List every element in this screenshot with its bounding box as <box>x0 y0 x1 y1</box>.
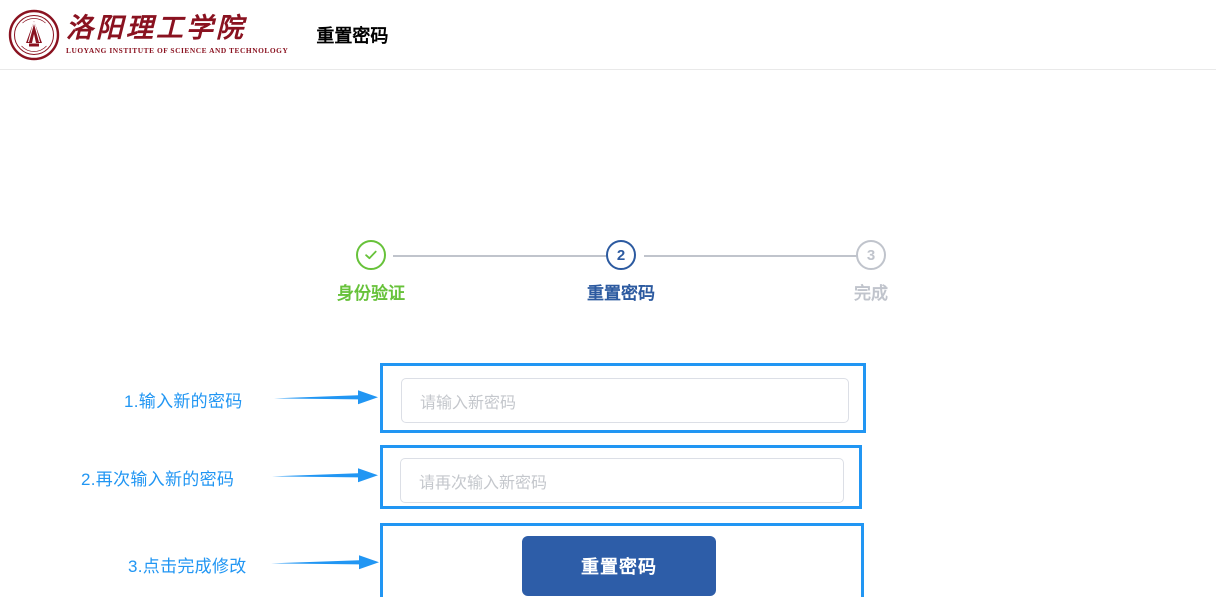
step-1-label: 身份验证 <box>337 284 405 303</box>
stepper-step-complete: 3 完成 <box>796 235 946 304</box>
page-title: 重置密码 <box>316 26 389 46</box>
new-password-input[interactable]: 请输入新密码 <box>401 378 849 423</box>
annotation-label-3: 3.点击完成修改 <box>128 557 247 576</box>
step-connector-2-3 <box>644 255 864 257</box>
right-arrow-icon <box>272 464 380 486</box>
reset-password-button[interactable]: 重置密码 <box>522 536 716 596</box>
check-icon <box>363 247 379 263</box>
step-2-number: 2 <box>616 246 626 264</box>
reset-password-stepper: 身份验证 2 重置密码 3 完成 <box>280 235 940 310</box>
annotation-label-1: 1.输入新的密码 <box>124 392 243 411</box>
new-password-row: 1.输入新的密码 请输入新密码 <box>0 363 1216 435</box>
luoyang-institute-seal-logo-icon <box>8 9 60 61</box>
annotation-box-3: 重置密码 <box>380 523 864 597</box>
step-3-label: 完成 <box>854 284 888 303</box>
annotation-box-2: 请再次输入新密码 <box>380 445 862 509</box>
step-1-circle <box>356 240 386 270</box>
stepper-step-identity-verification: 身份验证 <box>296 235 446 304</box>
step-2-circle: 2 <box>606 240 636 270</box>
confirm-password-row: 2.再次输入新的密码 请再次输入新密码 <box>0 445 1216 511</box>
step-3-circle: 3 <box>856 240 886 270</box>
stepper-step-reset-password: 2 重置密码 <box>546 235 696 304</box>
step-3-number: 3 <box>866 246 876 264</box>
page-header: 洛阳理工学院 LUOYANG INSTITUTE OF SCIENCE AND … <box>0 0 1216 78</box>
step-connector-1-2 <box>393 255 613 257</box>
logo-wordmark: 洛阳理工学院 LUOYANG INSTITUTE OF SCIENCE AND … <box>66 9 288 61</box>
logo-name-cn: 洛阳理工学院 <box>66 13 246 45</box>
annotation-label-2: 2.再次输入新的密码 <box>81 470 235 489</box>
header-divider <box>0 69 1216 70</box>
main-content: 身份验证 2 重置密码 3 完成 1.输入新的密码 请输入新密码 2.再次输入新 <box>0 70 1216 597</box>
logo-name-en: LUOYANG INSTITUTE OF SCIENCE AND TECHNOL… <box>66 45 289 55</box>
right-arrow-icon <box>271 551 381 573</box>
right-arrow-icon <box>274 386 380 408</box>
confirm-password-input[interactable]: 请再次输入新密码 <box>400 458 844 503</box>
submit-row: 3.点击完成修改 重置密码 <box>0 523 1216 597</box>
brand-logo[interactable]: 洛阳理工学院 LUOYANG INSTITUTE OF SCIENCE AND … <box>8 7 288 63</box>
annotation-box-1: 请输入新密码 <box>380 363 866 433</box>
step-2-label: 重置密码 <box>587 284 655 303</box>
